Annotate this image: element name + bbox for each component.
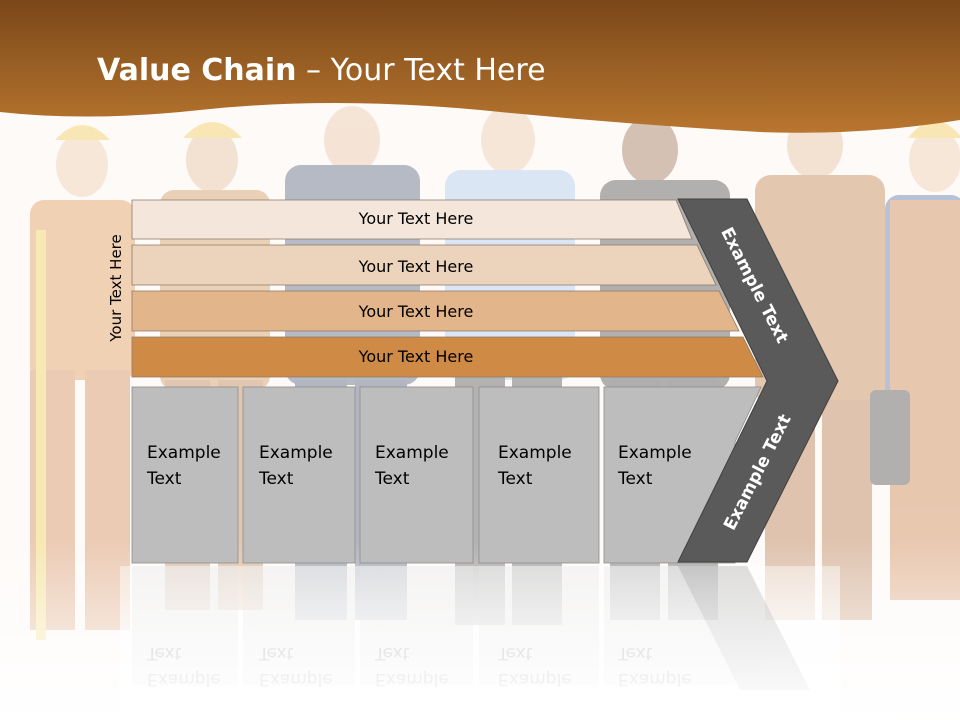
- band-shape-2: [131, 244, 717, 286]
- band-label-3: Your Text Here: [358, 302, 474, 321]
- band-shape-3: [131, 290, 740, 332]
- chevron-arrow: [677, 198, 839, 563]
- box-2-line2: Text: [258, 469, 294, 489]
- box-shape-1: [131, 386, 239, 564]
- title-rest: – Your Text Here: [296, 53, 546, 88]
- box-5-line2: Text: [617, 469, 653, 489]
- box-5-line1: Example: [618, 443, 692, 463]
- band-rows: Your Text Here Your Text Here Your Text …: [131, 199, 764, 378]
- header-band: [0, 0, 960, 133]
- activity-boxes: Example Text Example Text Example Text E…: [131, 386, 762, 564]
- band-shape-4: [131, 336, 764, 378]
- box-4-line2: Text: [497, 469, 533, 489]
- band-label-2: Your Text Here: [358, 257, 474, 276]
- box-3-line1: Example: [375, 443, 449, 463]
- band-label-1: Your Text Here: [358, 209, 474, 228]
- box-shape-4: [478, 386, 600, 564]
- box-4-line1: Example: [498, 443, 572, 463]
- box-3-line2: Text: [374, 469, 410, 489]
- band-shape-1: [131, 199, 693, 240]
- box-shape-3: [359, 386, 474, 564]
- band-label-4: Your Text Here: [358, 347, 474, 366]
- reflection-fade: [120, 566, 840, 720]
- box-1-line2: Text: [146, 469, 182, 489]
- title-bold: Value Chain: [97, 53, 297, 88]
- side-label: Your Text Here: [107, 234, 125, 342]
- box-1-line1: Example: [147, 443, 221, 463]
- slide-title: Value Chain – Your Text Here: [97, 53, 546, 88]
- box-2-line1: Example: [259, 443, 333, 463]
- box-shape-2: [242, 386, 356, 564]
